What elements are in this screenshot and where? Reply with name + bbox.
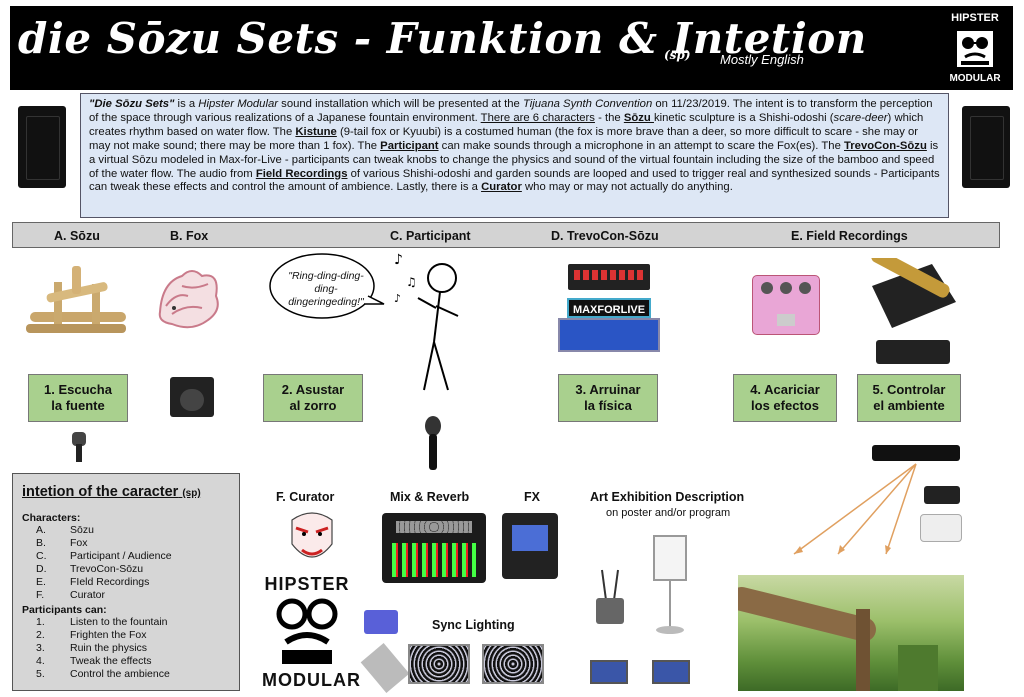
maxforlive-badge: MAXFORLIVE: [567, 298, 651, 318]
fx-label: FX: [524, 490, 540, 504]
intro-description: "Die Sōzu Sets" is a Hipster Modular sou…: [80, 93, 949, 218]
curator-label: F. Curator: [276, 490, 335, 504]
bamboo-fountain-illustration: [738, 586, 938, 691]
mixer-device-icon: [382, 513, 486, 583]
section-d-label: D. TrevoCon-Sōzu: [551, 229, 659, 243]
list-item: B.Fox: [36, 537, 88, 549]
kitsune-fox-icon: [158, 270, 219, 329]
max-device-screen-icon: [558, 318, 660, 352]
mix-reverb-label: Mix & Reverb: [390, 490, 470, 504]
led-light-panel-icon: [408, 644, 470, 684]
hipster-face-icon: [276, 598, 338, 664]
list-item: 4.Tweak the effects: [36, 655, 152, 667]
poster-stand-icon: [653, 535, 687, 634]
list-item: 2.Frighten the Fox: [36, 629, 147, 641]
svg-text:♪: ♪: [394, 252, 403, 268]
laptop-icon: [652, 660, 690, 684]
logo-face-icon: [957, 31, 993, 67]
character-section-bar: [12, 222, 1000, 248]
svg-text:♪: ♪: [394, 292, 401, 305]
curator-mask-icon: [291, 512, 333, 558]
section-e-label: E. Field Recordings: [791, 229, 908, 243]
list-item: 5.Control the ambience: [36, 668, 170, 680]
art-exhibition-label: Art Exhibition Description: [590, 490, 745, 504]
legend-title: intetion of the caracter (sp): [22, 484, 201, 500]
effects-pedal-icon: [752, 275, 820, 335]
character-legend: intetion of the caracter (sp) Characters…: [12, 473, 240, 691]
list-item: C.Participant / Audience: [36, 550, 172, 562]
list-item: A.Sōzu: [36, 524, 94, 536]
amplifier-icon: [170, 377, 214, 417]
section-b-label: B. Fox: [170, 229, 209, 243]
logo-bottom-text-bottom: MODULAR: [262, 670, 361, 690]
speaker-left-icon: [18, 106, 66, 188]
section-a-label: A. Sōzu: [54, 229, 100, 243]
sozu-sculpture-icon: [26, 266, 126, 333]
speech-bubble-icon: [269, 253, 385, 319]
mini-projector-white-icon: [920, 514, 962, 542]
sync-lighting-label: Sync Lighting: [432, 618, 515, 632]
title-note: (sp): [664, 48, 691, 62]
header-bar: [10, 6, 1013, 90]
participant-figure-icon: ♪ ♫ ♪: [394, 252, 459, 391]
legend-characters-heading: Characters:: [22, 512, 81, 524]
list-item: 1.Listen to the fountain: [36, 616, 168, 628]
page-title: die Sōzu Sets - Funktion & Intetion: [18, 14, 867, 63]
list-item: E.FIeld Recordings: [36, 576, 150, 588]
mini-projector-icon: [924, 486, 960, 504]
fx-processor-icon: [502, 513, 558, 579]
logo-text-top: HIPSTER: [951, 12, 999, 24]
list-item: 3.Ruin the physics: [36, 642, 148, 654]
logo-bottom-text-top: HIPSTER: [264, 574, 350, 594]
dmx-interface-icon: [364, 610, 398, 634]
projection-arrows: [793, 463, 917, 555]
art-exhibition-sub: on poster and/or program: [606, 507, 731, 519]
speech-text: "Ring-ding-ding-ding-dingeringeding!": [288, 270, 364, 308]
logo-text-bottom: MODULAR: [949, 73, 1001, 84]
list-item: D.TrevoCon-Sōzu: [36, 563, 144, 575]
list-item: F.Curator: [36, 589, 106, 601]
microphone-icon: [425, 416, 441, 470]
svg-text:♫: ♫: [406, 275, 417, 289]
footswitch-icon: [876, 340, 950, 364]
laptop-icon: [590, 660, 628, 684]
hipster-modular-logo: HIPSTER MODULAR: [946, 10, 1004, 86]
fountain-photo: [738, 575, 964, 691]
projector-icon: [872, 445, 960, 461]
section-c-label: C. Participant: [390, 229, 471, 243]
wireless-receiver-icon: [596, 569, 624, 624]
legend-participants-list: 1.Listen to the fountain 2.Frighten the …: [22, 616, 230, 681]
legend-participants-heading: Participants can:: [22, 604, 107, 616]
page-subtitle: Mostly English: [720, 52, 804, 67]
speaker-right-icon: [962, 106, 1010, 188]
led-light-panel-icon: [482, 644, 544, 684]
legend-characters-list: A.Sōzu B.Fox C.Participant / Audience D.…: [22, 524, 230, 602]
mic-clip-icon: [72, 432, 86, 462]
expression-pedal-icon: [871, 258, 956, 328]
midi-controller-icon: [568, 264, 650, 290]
power-strip-icon: [360, 643, 410, 693]
